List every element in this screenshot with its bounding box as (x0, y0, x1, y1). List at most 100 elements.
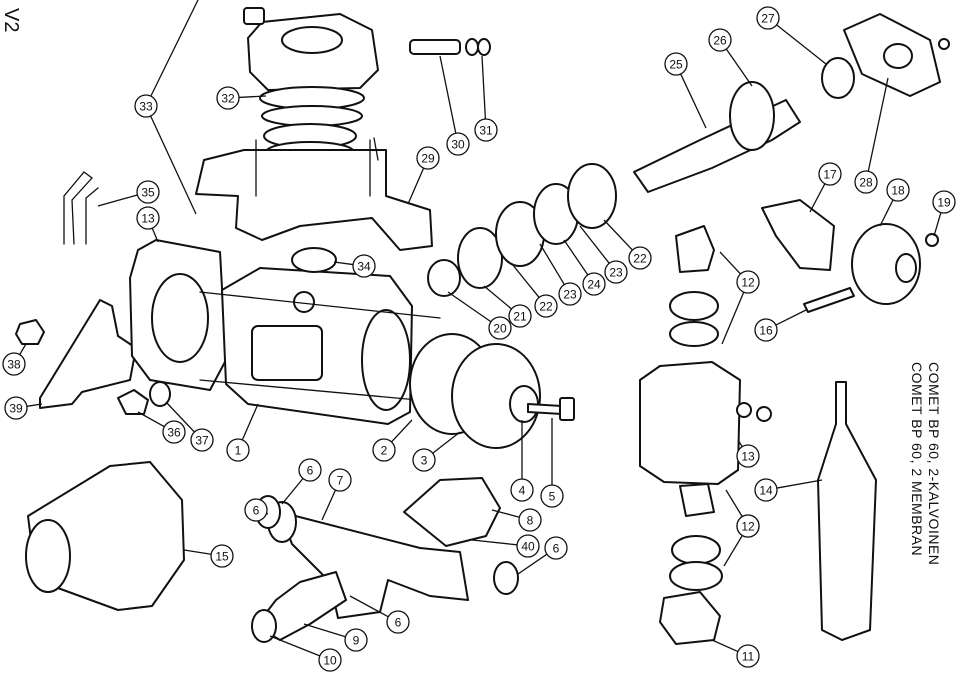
callout-circle (352, 254, 376, 278)
callout-number: 27 (761, 12, 775, 26)
callout-number: 37 (195, 434, 209, 448)
callout-part-10: 10 (318, 648, 342, 672)
callout-part-23: 23 (558, 282, 582, 306)
callout-part-6: 6 (244, 498, 268, 522)
part-plug (117, 389, 149, 415)
callout-circle (534, 294, 558, 318)
part-pin (803, 287, 855, 313)
callout-circle (628, 246, 652, 270)
callout-part-1: 1 (226, 438, 250, 462)
callout-number: 29 (421, 152, 435, 166)
leader-line-part-27 (776, 24, 827, 65)
callout-circle (756, 6, 780, 30)
part-washer (925, 233, 939, 247)
leader-line-part-32 (238, 95, 267, 99)
callout-part-27: 27 (756, 6, 780, 30)
part-head-assembly (195, 7, 433, 251)
leader-line-part-20 (447, 291, 492, 323)
callout-number: 13 (141, 212, 155, 226)
callout-part-12: 12 (736, 270, 760, 294)
callout-part-22: 22 (628, 246, 652, 270)
leader-line-part-6 (517, 553, 548, 575)
part-valve-stack (639, 225, 772, 645)
callout-part-8: 8 (518, 508, 542, 532)
callout-number: 19 (937, 196, 951, 210)
callout-number: 15 (215, 550, 229, 564)
callout-number: 36 (167, 426, 181, 440)
callout-circle (736, 270, 760, 294)
part-diaphragm-cover (451, 343, 541, 449)
leader-line-part-40 (471, 539, 518, 546)
callout-part-40: 40 (516, 534, 540, 558)
callout-number: 28 (859, 176, 873, 190)
callout-part-29: 29 (416, 146, 440, 170)
callout-number: 13 (741, 450, 755, 464)
leader-line-part-13 (151, 227, 159, 243)
callout-circle (754, 318, 778, 342)
part-wire-handle (817, 381, 877, 641)
callout-circle (134, 94, 158, 118)
leader-line-part-30 (439, 55, 457, 134)
callout-number: 9 (353, 634, 360, 648)
leader-line-part-24 (563, 239, 589, 276)
callout-number: 23 (609, 266, 623, 280)
callout-part-33: 33 (134, 94, 158, 118)
callout-circle (386, 610, 410, 634)
callout-number: 35 (141, 186, 155, 200)
callout-circle (4, 396, 28, 420)
callout-part-22: 22 (534, 294, 558, 318)
leader-line-part-31 (481, 55, 487, 120)
leader-line-part-13 (737, 439, 743, 448)
callout-number: 18 (891, 184, 905, 198)
callout-part-4: 4 (510, 478, 534, 502)
callout-number: 6 (253, 504, 260, 518)
part-fork (761, 199, 835, 271)
callout-part-37: 37 (190, 428, 214, 452)
callout-part-7: 7 (328, 468, 352, 492)
callout-part-21: 21 (508, 304, 532, 328)
callout-number: 26 (713, 34, 727, 48)
callout-circle (318, 648, 342, 672)
leader-line-part-17 (809, 183, 826, 213)
callout-part-26: 26 (708, 28, 732, 52)
leader-line-part-29 (407, 167, 425, 205)
leader-line-part-10 (269, 635, 321, 657)
callout-circle (136, 206, 160, 230)
callout-circle (488, 316, 512, 340)
leader-line-part-37 (165, 401, 195, 433)
callout-circle (558, 282, 582, 306)
callout-part-23: 23 (604, 260, 628, 284)
callout-circle (474, 118, 498, 142)
callout-circle (328, 468, 352, 492)
callout-number: 21 (513, 310, 527, 324)
callout-circle (216, 86, 240, 110)
callout-number: 31 (479, 124, 493, 138)
callout-circle (298, 458, 322, 482)
leader-line-part-26 (725, 48, 753, 87)
leader-line-part-12 (721, 291, 745, 345)
part-spring-clip (63, 171, 99, 245)
callout-part-36: 36 (162, 420, 186, 444)
callout-part-17: 17 (818, 162, 842, 186)
callout-part-39: 39 (4, 396, 28, 420)
callout-number: 7 (337, 474, 344, 488)
leader-line-part-11 (711, 639, 739, 653)
leader-line-part-8 (491, 509, 520, 518)
callout-circle (344, 628, 368, 652)
leader-line-part-23 (579, 225, 610, 264)
leader-line-part-36 (137, 411, 165, 428)
callout-part-30: 30 (446, 132, 470, 156)
leader-line-part-12 (725, 489, 743, 517)
callout-part-20: 20 (488, 316, 512, 340)
callout-number: 3 (421, 454, 428, 468)
callout-number: 33 (139, 100, 153, 114)
callout-circle (372, 438, 396, 462)
callout-circle (446, 132, 470, 156)
callout-number: 20 (493, 322, 507, 336)
callout-number: 25 (669, 58, 683, 72)
callout-circle (244, 498, 268, 522)
leader-line-part-22 (511, 263, 540, 298)
callout-part-12: 12 (736, 514, 760, 538)
leader-line-part-35 (97, 194, 138, 207)
